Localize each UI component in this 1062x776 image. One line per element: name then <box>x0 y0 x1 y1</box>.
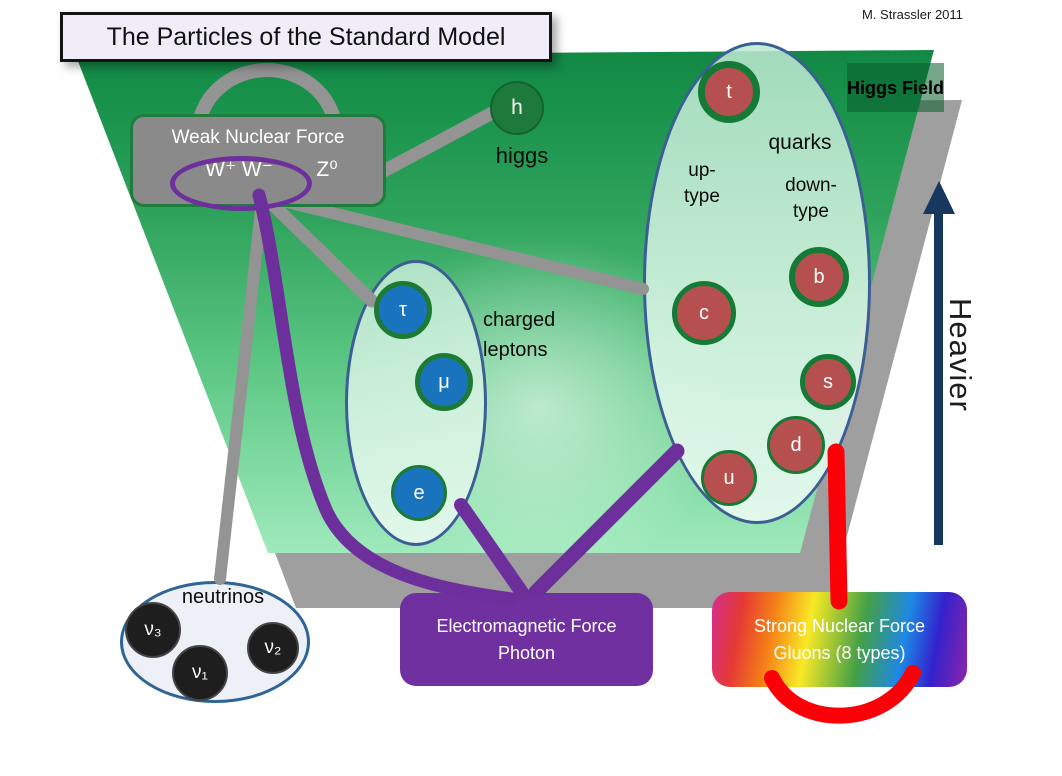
photon-to-w-bosons-curve <box>252 188 519 606</box>
weak-force-title: Weak Nuclear Force <box>171 127 345 148</box>
electromagnetic-force-box: Electromagnetic Force Photon <box>400 593 653 686</box>
heavier-axis-label: Heavier <box>943 298 978 412</box>
up-type-line1: up- <box>688 160 716 181</box>
particle-tau: τ <box>374 281 432 339</box>
em-force-title: Electromagnetic Force <box>436 615 617 636</box>
particle-strange-quark: s <box>800 354 856 410</box>
down-type-line2: type <box>793 201 829 222</box>
neutrinos-label: neutrinos <box>181 586 265 608</box>
higgs-field-label: Higgs Field <box>847 77 945 98</box>
gluons-label: Gluons (8 types) <box>773 642 906 663</box>
particle-up-quark: u <box>701 450 757 506</box>
particle-neutrino-1: ν₁ <box>172 645 228 701</box>
particle-top-quark: t <box>698 61 760 123</box>
title-box: The Particles of the Standard Model <box>60 12 552 62</box>
particle-charm-quark: c <box>672 281 736 345</box>
particle-bottom-quark: b <box>789 247 849 307</box>
photon-to-quarks-line <box>528 443 685 600</box>
weak-to-quarks-line <box>261 191 649 295</box>
quarks-label: quarks <box>768 131 832 154</box>
photon-label: Photon <box>497 642 556 663</box>
weak-to-neutrinos-line <box>214 195 268 585</box>
higgs-label: higgs <box>495 143 549 168</box>
particle-down-quark: d <box>767 416 825 474</box>
w-bosons-highlight-ellipse <box>170 156 312 211</box>
strong-force-title: Strong Nuclear Force <box>753 615 926 636</box>
particle-muon: μ <box>415 353 473 411</box>
gluon-self-interaction-arc <box>764 665 921 724</box>
charged-leptons-label: charged leptons <box>483 309 556 361</box>
page-title: The Particles of the Standard Model <box>106 22 506 51</box>
photon-to-leptons-line <box>454 498 530 601</box>
weak-to-higgs-line <box>375 106 499 179</box>
z-boson-label: Z⁰ <box>316 158 338 181</box>
particle-neutrino-3: ν₃ <box>125 602 181 658</box>
author-credit: M. Strassler 2011 <box>862 7 963 22</box>
weak-to-leptons-line <box>260 192 379 308</box>
up-type-label: up- type <box>662 158 742 210</box>
gluon-to-quarks-line <box>827 443 848 610</box>
particle-higgs: h <box>490 81 544 135</box>
higgs-field-label-box: Higgs Field <box>847 63 944 112</box>
down-type-label: down- type <box>771 173 851 225</box>
weak-self-interaction-arc <box>191 63 343 141</box>
down-type-line1: down- <box>785 175 837 196</box>
up-type-line2: type <box>684 186 720 207</box>
heavier-arrow-head <box>923 181 955 214</box>
heavier-arrow-shaft <box>934 212 943 545</box>
particle-neutrino-2: ν₂ <box>247 622 299 674</box>
particle-electron: e <box>391 465 447 521</box>
